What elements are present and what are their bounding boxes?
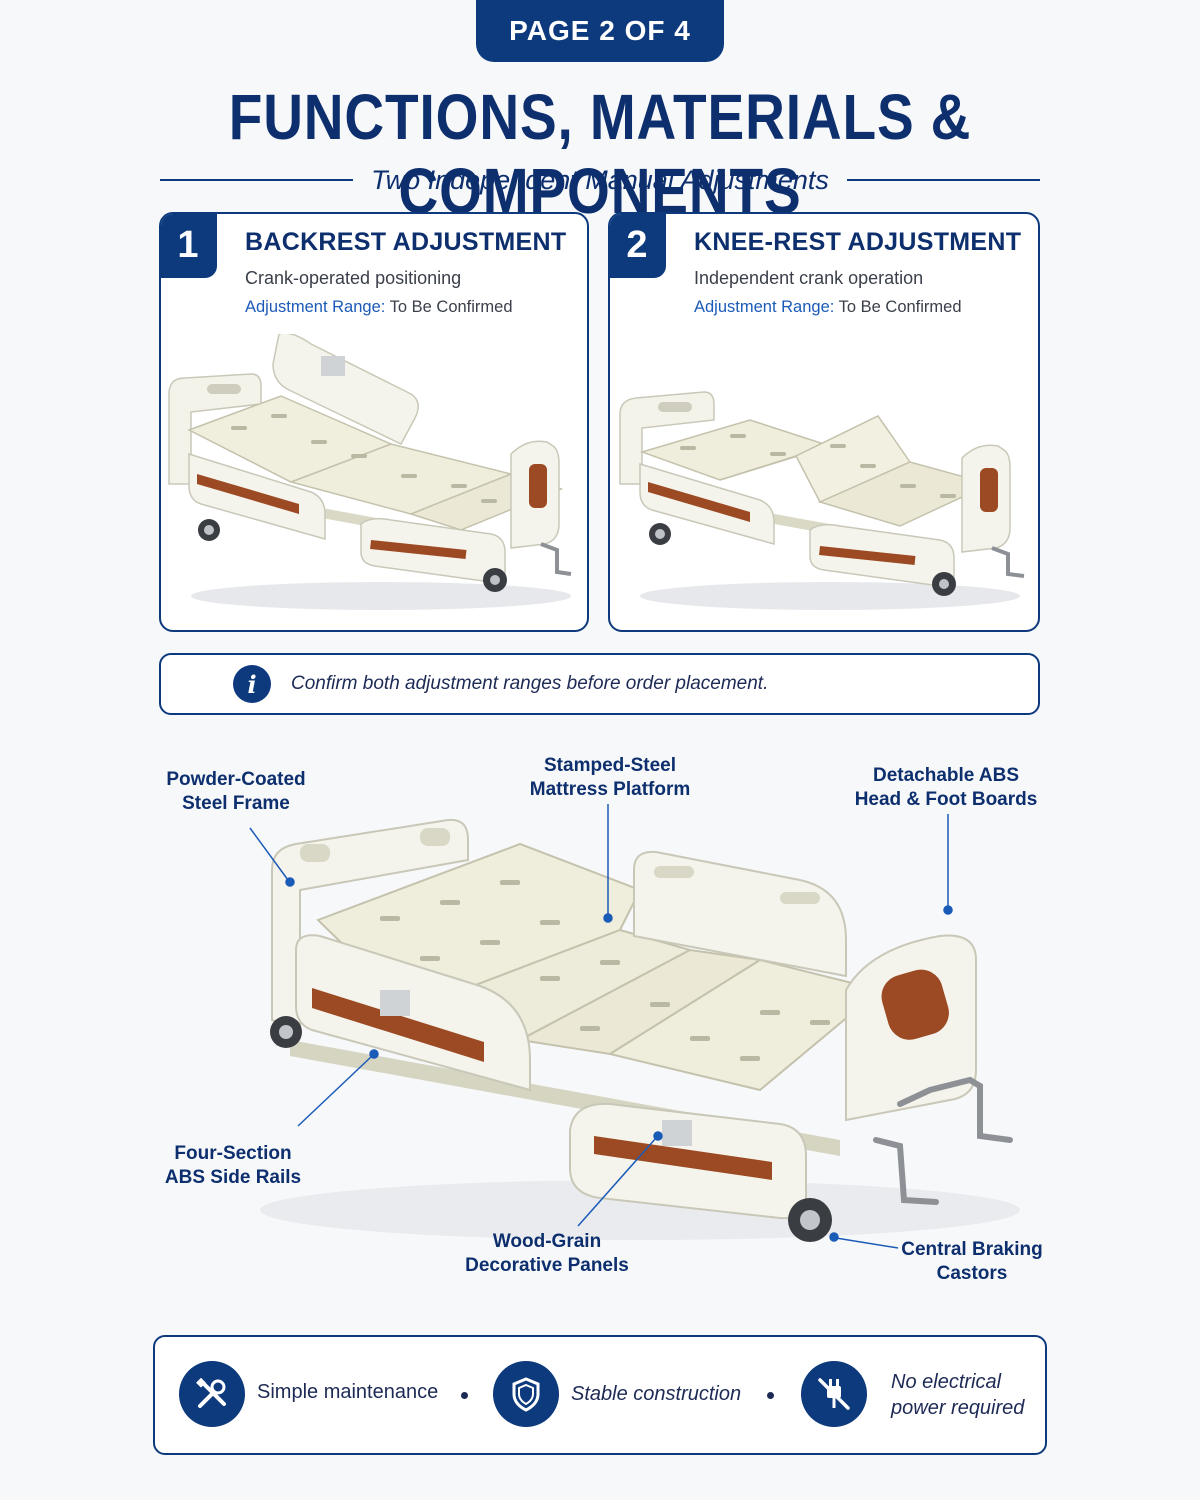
backrest-adjustment-card: 1 BACKREST ADJUSTMENT Crank-operated pos… xyxy=(159,212,589,632)
subtitle-divider-left xyxy=(160,179,354,181)
range-value: To Be Confirmed xyxy=(838,298,962,316)
callout-decorative-panels: Wood-Grain Decorative Panels xyxy=(456,1230,638,1278)
callout-braking-castors: Central Braking Castors xyxy=(896,1238,1048,1286)
callout-line: ABS Side Rails xyxy=(164,1167,302,1188)
note-text: Confirm both adjustment ranges before or… xyxy=(291,673,769,694)
card-title: BACKREST ADJUSTMENT xyxy=(245,228,567,256)
separator-dot xyxy=(461,1392,468,1399)
shield-icon xyxy=(493,1361,559,1427)
page-title: FUNCTIONS, MATERIALS & COMPONENTS xyxy=(228,81,972,227)
features-bar: Simple maintenance Stable construction N… xyxy=(153,1335,1047,1455)
callout-mattress-platform: Stamped-Steel Mattress Platform xyxy=(516,754,704,802)
tools-icon xyxy=(179,1361,245,1427)
feature-line: No electrical xyxy=(891,1371,1002,1393)
feature-text: Stable construction xyxy=(571,1383,742,1405)
feature-text: No electrical power required xyxy=(891,1369,1024,1421)
backrest-bed-illustration xyxy=(161,332,587,624)
callout-line: Powder-Coated xyxy=(166,769,306,790)
feature-line: power required xyxy=(891,1397,1025,1419)
step-number-badge: 1 xyxy=(161,214,217,278)
adjustment-range: Adjustment Range: To Be Confirmed xyxy=(245,298,513,317)
knee-rest-adjustment-card: 2 KNEE-REST ADJUSTMENT Independent crank… xyxy=(608,212,1040,632)
callout-steel-frame: Powder-Coated Steel Frame xyxy=(150,768,322,816)
card-description: Crank-operated positioning xyxy=(245,268,462,288)
range-label: Adjustment Range: xyxy=(245,298,386,316)
feature-text: Simple maintenance xyxy=(257,1381,439,1403)
range-label: Adjustment Range: xyxy=(694,298,835,316)
callout-line: Wood-Grain xyxy=(492,1231,602,1252)
callout-line: Head & Foot Boards xyxy=(854,789,1038,810)
info-icon: i xyxy=(233,665,271,703)
callout-line: Detachable ABS xyxy=(872,765,1020,786)
bed-illustration xyxy=(249,804,1020,1249)
component-diagram: Powder-Coated Steel Frame Stamped-Steel … xyxy=(0,740,1200,1320)
subtitle-divider-right xyxy=(846,179,1040,181)
callout-head-foot-boards: Detachable ABS Head & Foot Boards xyxy=(848,764,1044,812)
info-note: i Confirm both adjustment ranges before … xyxy=(159,653,1040,715)
subtitle-row: Two Independent Manual Adjustments xyxy=(160,158,1040,202)
callout-line: Mattress Platform xyxy=(529,779,691,800)
callout-line: Stamped-Steel xyxy=(544,755,676,776)
callout-line: Steel Frame xyxy=(182,793,290,814)
callout-side-rails: Four-Section ABS Side Rails xyxy=(156,1142,310,1190)
range-value: To Be Confirmed xyxy=(389,298,513,316)
callout-line: Decorative Panels xyxy=(465,1255,629,1276)
subtitle: Two Independent Manual Adjustments xyxy=(371,164,829,195)
callout-line: Four-Section xyxy=(174,1143,292,1164)
no-plug-icon xyxy=(801,1361,867,1427)
page-badge: PAGE 2 OF 4 xyxy=(476,0,724,62)
callout-line: Castors xyxy=(936,1263,1008,1284)
knee-rest-bed-illustration xyxy=(610,334,1038,624)
card-title: KNEE-REST ADJUSTMENT xyxy=(694,228,1022,256)
adjustment-range: Adjustment Range: To Be Confirmed xyxy=(694,298,962,317)
step-number-badge: 2 xyxy=(610,214,666,278)
separator-dot xyxy=(767,1392,774,1399)
callout-line: Central Braking xyxy=(901,1239,1043,1260)
card-description: Independent crank operation xyxy=(694,268,924,288)
